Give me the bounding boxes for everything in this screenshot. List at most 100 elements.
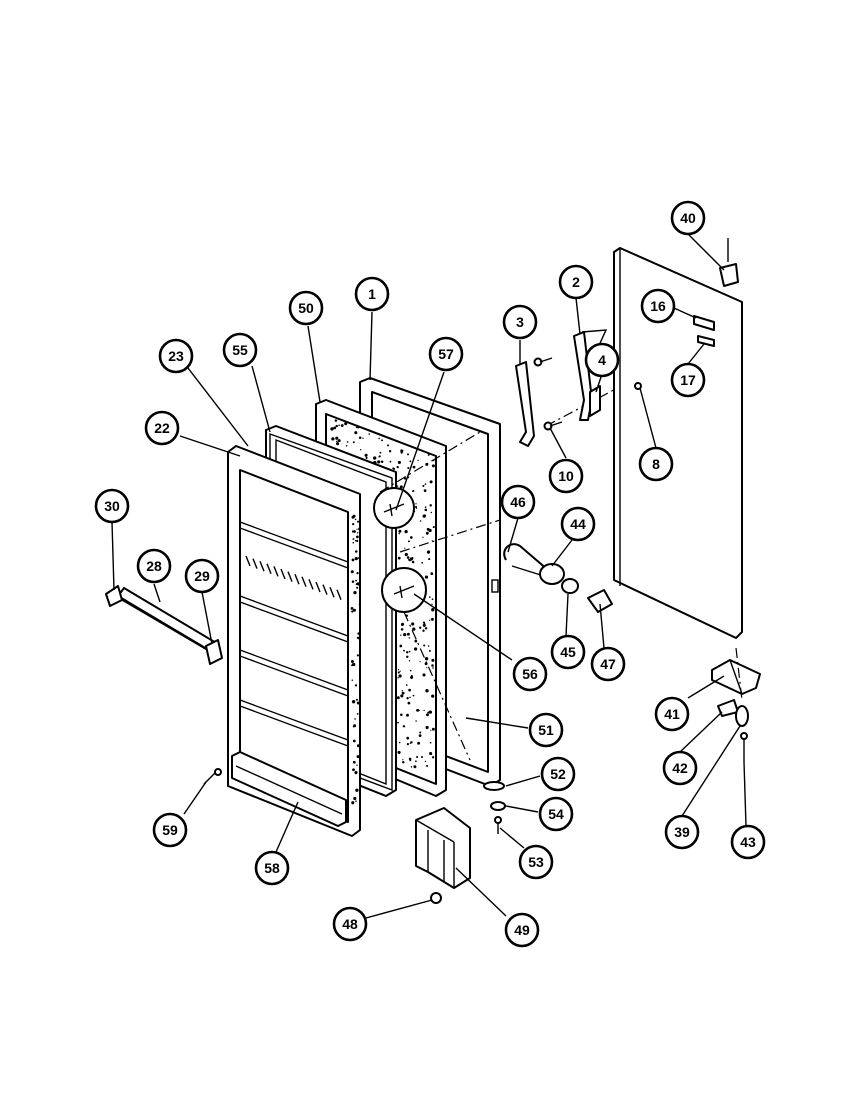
texture-dot: [397, 750, 401, 754]
texture-dot: [405, 684, 408, 686]
texture-dot: [331, 437, 335, 441]
texture-dot: [409, 759, 412, 762]
texture-dot: [414, 639, 418, 643]
texture-dot: [378, 437, 380, 440]
callout-label: 54: [548, 806, 564, 822]
texture-dot: [431, 727, 435, 731]
texture-dot: [410, 675, 414, 679]
texture-dot: [379, 451, 382, 454]
callout-label: 1: [368, 286, 376, 302]
texture-dot: [415, 720, 417, 722]
texture-dot: [409, 557, 413, 561]
texture-dot: [356, 539, 359, 543]
texture-dot: [373, 456, 377, 460]
texture-dot: [420, 755, 424, 759]
texture-dot: [423, 489, 427, 492]
texture-dot: [407, 466, 410, 470]
texture-dot: [429, 596, 431, 598]
callout-label: 58: [264, 860, 280, 876]
texture-dot: [396, 696, 400, 700]
texture-dot: [356, 582, 360, 586]
rack-slat: [329, 586, 335, 598]
texture-dot: [432, 667, 434, 669]
rack-slat: [301, 576, 307, 588]
texture-dot: [397, 460, 401, 464]
texture-dot: [423, 644, 426, 647]
rack-slat: [287, 571, 293, 582]
texture-dot: [340, 424, 344, 427]
texture-dot: [399, 644, 403, 648]
texture-dot: [356, 755, 360, 759]
texture-dot: [419, 626, 422, 629]
texture-dot: [412, 489, 415, 492]
texture-dot: [422, 673, 426, 677]
callout-label: 10: [558, 468, 574, 484]
callout-label: 39: [674, 824, 690, 840]
texture-dot: [397, 721, 399, 724]
screw-detail-windows: [373, 487, 427, 613]
texture-dot: [416, 755, 419, 759]
texture-dot: [411, 622, 415, 626]
texture-dot: [350, 660, 354, 663]
texture-dot: [356, 528, 358, 530]
callout-label: 57: [438, 346, 454, 362]
rack-slat: [266, 563, 272, 575]
texture-dot: [358, 527, 361, 531]
texture-dot: [355, 579, 357, 582]
texture-dot: [356, 701, 360, 705]
texture-dot: [419, 731, 422, 734]
callout-48: 48: [332, 906, 368, 942]
texture-dot: [351, 801, 355, 805]
texture-dot: [417, 459, 419, 461]
texture-dot: [421, 561, 424, 564]
texture-dot: [404, 552, 408, 557]
inner-door-liner: [227, 445, 362, 837]
texture-dot: [431, 608, 435, 612]
texture-dot: [400, 449, 404, 453]
texture-dot: [407, 453, 409, 456]
callout-56: 56: [512, 656, 548, 692]
texture-dot: [355, 698, 358, 701]
callout-label: 48: [342, 916, 358, 932]
texture-dot: [352, 522, 355, 526]
texture-dot: [406, 556, 410, 559]
texture-dot: [408, 660, 411, 662]
texture-dot: [428, 710, 433, 714]
texture-dot: [354, 718, 356, 720]
texture-dot: [397, 669, 400, 671]
texture-dot: [426, 550, 430, 554]
texture-dot: [426, 667, 428, 669]
texture-dot: [430, 572, 434, 576]
texture-dot: [406, 736, 410, 740]
texture-dot: [429, 741, 432, 744]
texture-dot: [415, 760, 417, 763]
callout-47: 47: [590, 646, 626, 682]
callout-label: 50: [298, 300, 314, 316]
texture-dot: [355, 550, 358, 553]
callout-41: 41: [654, 696, 690, 732]
shelf-rack: [245, 555, 342, 601]
callout-label: 51: [538, 722, 554, 738]
texture-dot: [424, 508, 428, 512]
texture-dot: [425, 689, 429, 693]
texture-dot: [388, 450, 392, 453]
callout-label: 17: [680, 372, 696, 388]
callout-10: 10: [548, 458, 584, 494]
texture-dot: [426, 527, 430, 531]
small-hardware: [430, 781, 506, 904]
texture-dot: [398, 741, 401, 744]
texture-dot: [380, 460, 384, 464]
texture-dot: [346, 441, 349, 443]
texture-dot: [354, 518, 357, 521]
texture-dot: [403, 632, 407, 637]
rack-slat: [336, 589, 342, 601]
callout-3: 3: [502, 304, 538, 340]
texture-dot: [418, 734, 422, 737]
callout-label: 43: [740, 834, 756, 850]
texture-dot: [400, 628, 404, 631]
texture-dot: [354, 556, 358, 561]
texture-dot: [397, 671, 400, 674]
texture-dot: [354, 771, 358, 775]
texture-dot: [352, 662, 356, 667]
